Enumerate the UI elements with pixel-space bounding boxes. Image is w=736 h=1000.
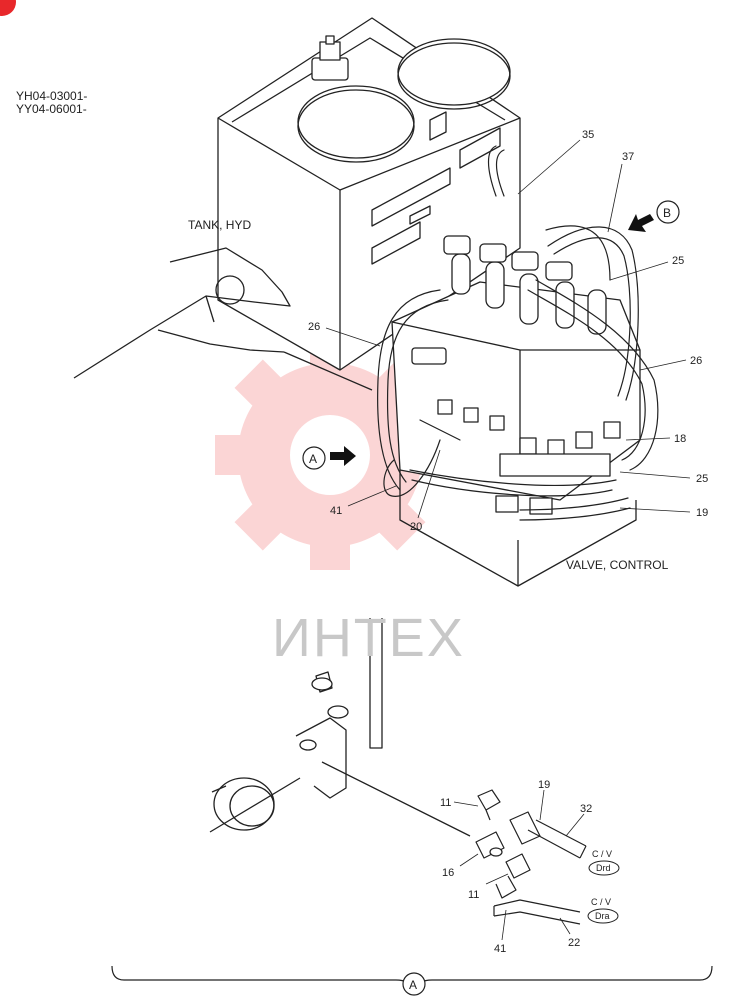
callout-41-upper: 41 — [330, 505, 342, 517]
view-arrow-a — [302, 446, 356, 470]
hoses — [377, 145, 659, 521]
callout-41-lower: 41 — [494, 943, 506, 955]
port-drd-tag — [588, 860, 620, 876]
view-a-marker-circle — [402, 972, 426, 996]
view-b-letter: B — [663, 206, 671, 220]
callout-11-upper: 11 — [440, 797, 451, 809]
callout-37: 37 — [622, 151, 634, 163]
callout-19-lower: 19 — [538, 779, 550, 791]
callout-18: 18 — [674, 433, 686, 445]
callout-25-upper: 25 — [672, 255, 684, 267]
lower-bracket — [209, 618, 471, 837]
callout-19-upper: 19 — [696, 507, 708, 519]
port-drd-label: Drd — [596, 863, 611, 873]
serial-number-2: YY04-06001- — [16, 102, 87, 116]
leader-lines — [325, 139, 691, 941]
view-a-letter: A — [309, 452, 317, 466]
frame-bracket — [73, 247, 373, 391]
watermark-gear — [215, 340, 445, 570]
port-drd-header: C / V — [592, 849, 612, 859]
view-arrow-b — [628, 200, 680, 232]
callout-22: 22 — [568, 937, 580, 949]
callout-35: 35 — [582, 129, 594, 141]
control-valve — [391, 235, 641, 587]
tank-label: TANK, HYD — [188, 218, 251, 232]
callout-16: 16 — [442, 867, 454, 879]
corner-badge — [0, 0, 16, 16]
callout-32: 32 — [580, 803, 592, 815]
hydraulic-tank — [217, 17, 521, 371]
view-a-bottom-letter: A — [409, 978, 417, 992]
port-dra-header: C / V — [591, 897, 611, 907]
callout-26-left: 26 — [308, 321, 320, 333]
watermark-text: ИНТЕХ — [272, 608, 465, 668]
serial-number-1: YH04-03001- — [16, 89, 87, 103]
port-dra-tag — [587, 908, 619, 924]
callout-20: 20 — [410, 521, 422, 533]
callout-26-right: 26 — [690, 355, 702, 367]
valve-label: VALVE, CONTROL — [566, 558, 669, 572]
lower-fittings — [475, 789, 587, 925]
callout-11-lower: 11 — [468, 889, 479, 901]
port-dra-label: Dra — [595, 911, 610, 921]
callout-25-lower: 25 — [696, 473, 708, 485]
